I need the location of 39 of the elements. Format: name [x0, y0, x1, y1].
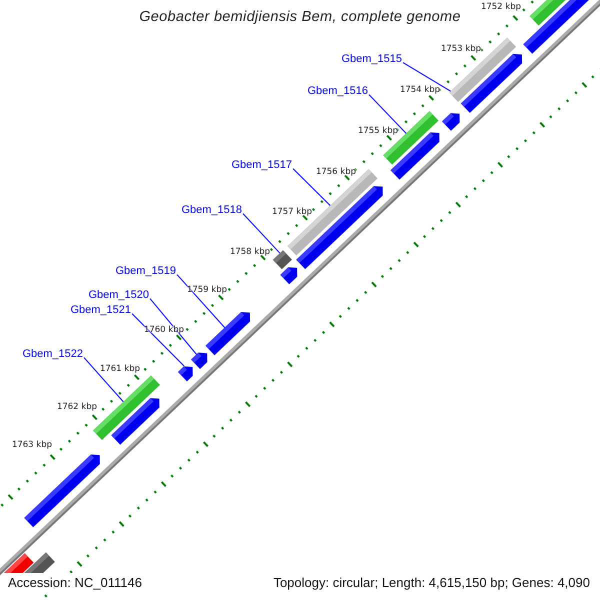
- scale-label: 1757 kbp: [272, 206, 312, 216]
- scale-label: 1758 kbp: [230, 246, 270, 256]
- gene-bar: [442, 113, 460, 131]
- gene-bar: [206, 312, 250, 356]
- leader-line: [402, 62, 452, 92]
- leader-line: [132, 313, 185, 367]
- leader-line: [84, 357, 124, 402]
- gene-bar: [111, 398, 160, 445]
- title: Geobacter bemidjiensis Bem, complete genome: [138, 9, 462, 25]
- gene-bar: [178, 366, 193, 382]
- gene-label: Gbem_1517: [231, 159, 292, 171]
- scale-label: 1763 kbp: [12, 440, 52, 450]
- gene-block: [24, 552, 55, 573]
- gene-bar: [460, 54, 522, 113]
- gene-label: Gbem_1515: [341, 53, 402, 65]
- scale-label: 1754 kbp: [400, 84, 440, 94]
- gene-bar: [296, 186, 383, 270]
- scale-label: 1755 kbp: [358, 126, 398, 136]
- gene-bar: [280, 267, 298, 284]
- leader-line: [150, 298, 197, 355]
- scale-label: 1762 kbp: [56, 402, 97, 412]
- leader-line: [292, 168, 331, 206]
- gene-label: Gbem_1518: [181, 204, 242, 216]
- leader-line: [368, 94, 407, 134]
- gene-bar: [191, 352, 208, 369]
- gene-label: Gbem_1519: [115, 265, 176, 277]
- gene-label: Gbem_1522: [22, 348, 83, 360]
- scale-label: 1752 kbp: [480, 2, 521, 12]
- scale-label: 1756 kbp: [316, 166, 356, 176]
- gene-label: Gbem_1520: [88, 289, 149, 301]
- scale-label: 1761 kbp: [100, 364, 140, 374]
- genome-info-text: Topology: circular; Length: 4,615,150 bp; Genes: 4,090: [273, 575, 590, 590]
- scale-label: 1753 kbp: [440, 44, 481, 54]
- leader-line: [176, 274, 226, 328]
- gene-label: Gbem_1521: [70, 304, 131, 316]
- gene-label: Gbem_1516: [307, 85, 368, 97]
- gene-block: [272, 250, 292, 270]
- gene-bar: [24, 454, 100, 528]
- gene-bar: [523, 0, 589, 54]
